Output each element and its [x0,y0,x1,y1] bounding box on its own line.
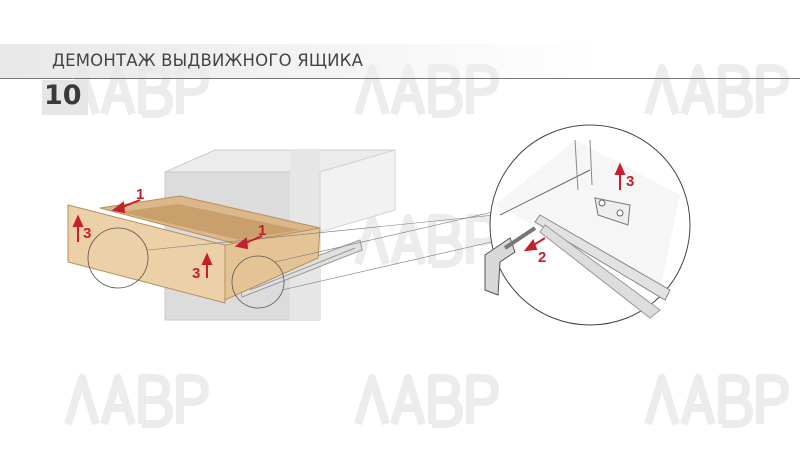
header-band [0,44,800,78]
drawer [67,195,321,304]
callout-2: 2 [538,249,546,266]
header-divider [0,78,800,79]
direction-arrows [72,162,626,278]
detail-marker-left [87,227,149,289]
callout-3: 3 [83,225,91,242]
callout-1: 1 [136,186,144,203]
callout-3: 3 [192,265,200,282]
detail-marker-right [231,255,285,309]
callout-1: 1 [258,222,266,239]
step-number: 10 [44,80,82,111]
callout-3: 3 [626,173,634,190]
detail-view [484,124,691,326]
step-badge [42,80,88,115]
page-title: ДЕМОНТАЖ ВЫДВИЖНОГО ЯЩИКА [52,51,364,70]
